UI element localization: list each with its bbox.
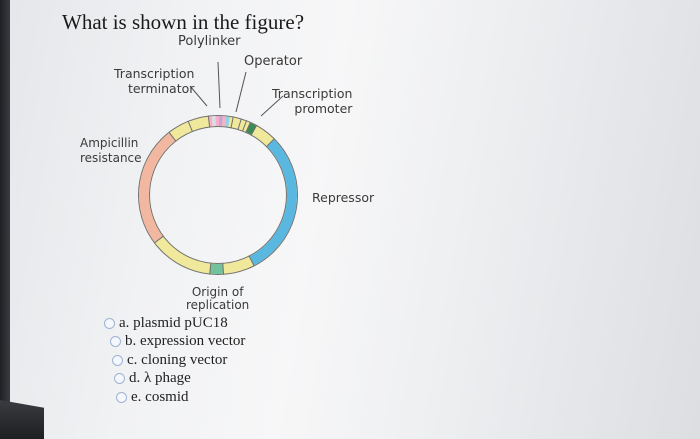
operator-pointer xyxy=(235,71,247,113)
plasmid-segments xyxy=(139,115,297,275)
ring-divider xyxy=(250,124,258,136)
ampicillin-resistance-segment xyxy=(139,132,176,243)
ring-divider xyxy=(230,116,234,129)
option-c[interactable]: c. cloning vector xyxy=(112,351,245,370)
label-origin-of-replication: Origin of replication xyxy=(186,285,250,312)
ring-divider xyxy=(265,138,275,148)
label-transcription-terminator: Transcription terminator xyxy=(114,66,195,96)
radio-option-c[interactable] xyxy=(112,354,123,366)
ring-divider xyxy=(187,120,193,133)
ring-divider xyxy=(207,115,211,128)
radio-option-d[interactable] xyxy=(114,373,125,385)
radio-option-a[interactable] xyxy=(104,317,115,329)
ring-divider xyxy=(168,131,177,142)
label-operator: Operator xyxy=(244,54,303,69)
radio-option-e[interactable] xyxy=(116,391,127,403)
ring-divider xyxy=(153,235,164,244)
option-c-text[interactable]: c. cloning vector xyxy=(127,351,228,368)
question-text: What is shown in the figure? xyxy=(62,10,305,34)
ring-divider xyxy=(209,262,212,275)
option-a[interactable]: a. plasmid pUC18 xyxy=(104,314,245,333)
ring-divider xyxy=(245,121,251,134)
repressor-segment xyxy=(249,139,297,266)
promoter-pointer xyxy=(260,95,284,117)
option-e-text[interactable]: e. cosmid xyxy=(131,388,189,405)
radio-option-b[interactable] xyxy=(110,336,121,348)
label-transcription-promoter: Transcription promoter xyxy=(272,86,353,116)
terminator-pointer xyxy=(189,85,208,107)
ring-divider xyxy=(237,118,242,131)
screen-bezel-left xyxy=(0,0,10,439)
operator-segment xyxy=(246,122,257,135)
option-a-text[interactable]: a. plasmid pUC18 xyxy=(119,314,228,331)
ring-divider xyxy=(241,120,248,132)
answer-options: a. plasmid pUC18 b. expression vector c.… xyxy=(104,314,245,407)
ring-divider xyxy=(222,262,225,275)
label-ampicillin-resistance: Ampicillin resistance xyxy=(80,136,142,165)
label-pointer-lines xyxy=(189,61,284,117)
label-polylinker: Polylinker xyxy=(178,34,241,49)
option-e[interactable]: e. cosmid xyxy=(116,388,245,407)
label-repressor: Repressor xyxy=(312,190,375,205)
option-b[interactable]: b. expression vector xyxy=(110,333,245,352)
ring-divider xyxy=(248,255,255,267)
option-d[interactable]: d. λ phage xyxy=(114,370,245,389)
polylinker-pointer xyxy=(217,61,221,109)
option-b-text[interactable]: b. expression vector xyxy=(125,333,246,350)
option-d-text[interactable]: d. λ phage xyxy=(129,370,191,387)
